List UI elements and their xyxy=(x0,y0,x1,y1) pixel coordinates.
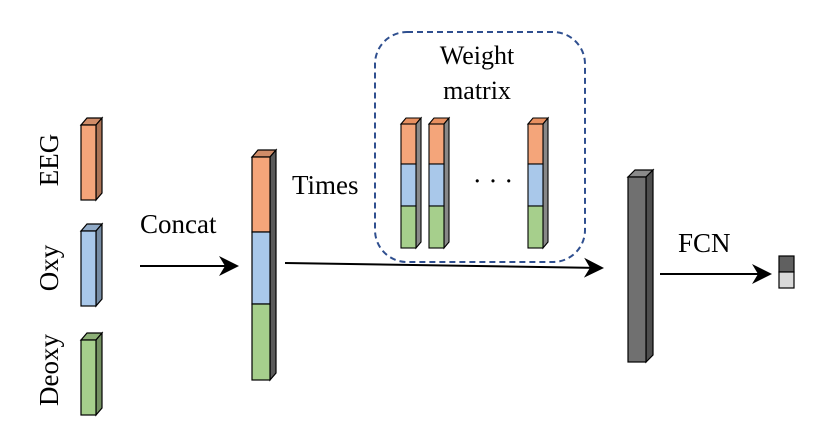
times-arrow xyxy=(284,257,604,278)
eeg-label: EEG xyxy=(34,134,64,186)
weight-matrix-label-line1: Weight xyxy=(440,41,515,70)
oxy-label: Oxy xyxy=(34,244,64,291)
eeg-input-block xyxy=(79,116,104,202)
weight-column-n xyxy=(526,116,550,250)
fcn-label: FCN xyxy=(678,228,731,258)
output-top-cell xyxy=(778,255,795,273)
feature-vector xyxy=(626,168,655,364)
oxy-input-block xyxy=(79,222,104,308)
weight-matrix-label-line2: matrix xyxy=(443,76,511,105)
weight-column-1 xyxy=(399,116,423,250)
deoxy-input-block xyxy=(79,331,104,417)
ellipsis-label: · · · xyxy=(473,166,513,196)
weight-matrix-box xyxy=(374,31,586,263)
weight-column-2 xyxy=(427,116,451,250)
concat-label: Concat xyxy=(140,209,217,239)
output-block xyxy=(778,255,795,289)
times-label: Times xyxy=(292,170,359,200)
feature-vector-front xyxy=(627,176,647,363)
deoxy-label: Deoxy xyxy=(34,334,64,406)
concatenated-vector xyxy=(250,148,278,382)
output-bottom-cell xyxy=(778,271,795,289)
